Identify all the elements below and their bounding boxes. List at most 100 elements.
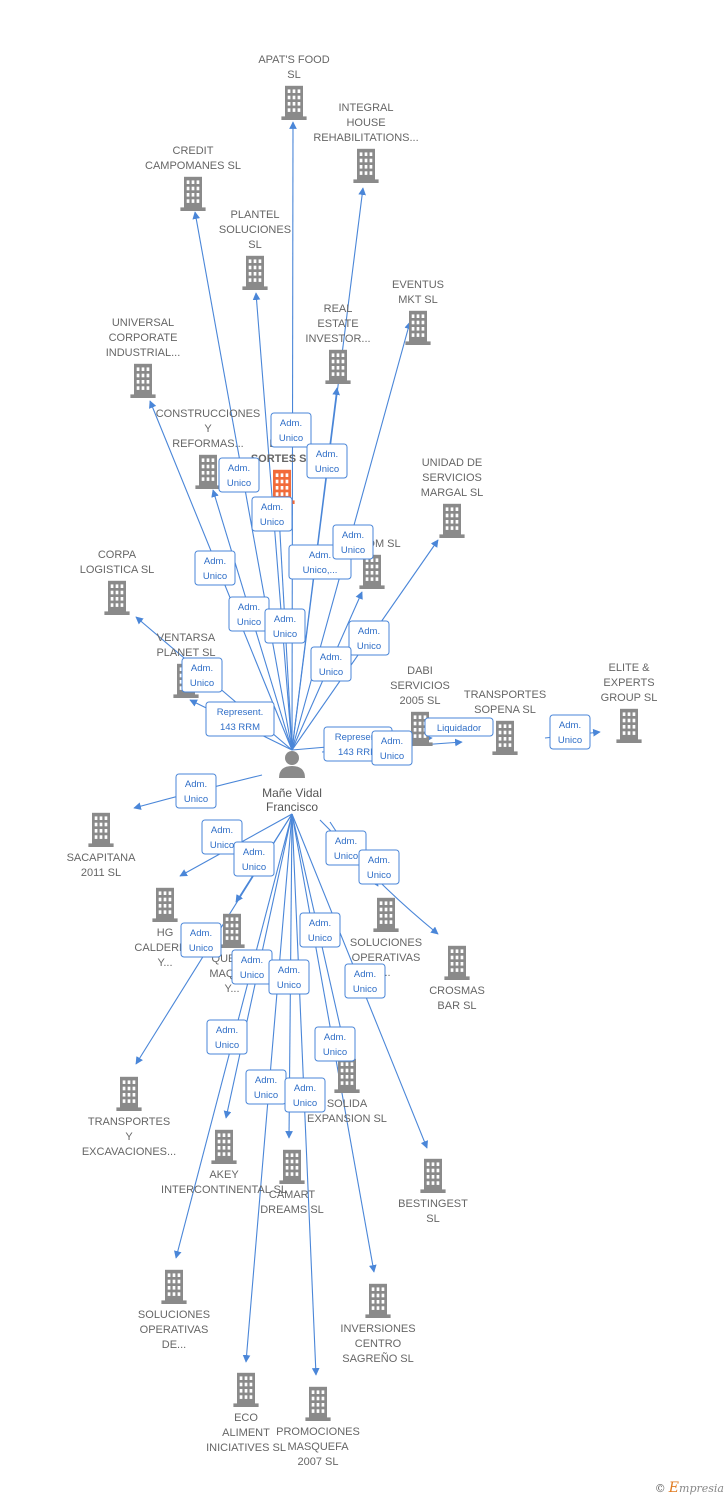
edge-role-label[interactable]: Adm.Unico [201,819,243,855]
building-icon [180,176,206,211]
building-icon [353,148,379,183]
company-label-line: SL [248,239,261,251]
company-label-line: DREAMS SL [260,1204,324,1216]
edge-role-label[interactable]: Adm.Unico [228,596,270,632]
edge-role-label[interactable]: Adm.Unico [314,1026,356,1062]
edge-role-label[interactable]: Adm.Unico [231,949,273,985]
company-label-line: EVENTUS [392,279,444,291]
brand-initial: E [668,1480,680,1496]
company-label-line: SOLUCIONES [138,1309,210,1321]
edge-label-box [270,412,312,448]
edge-label-text: Unico [273,629,297,640]
edge-role-label[interactable]: Adm.Unico [344,963,386,999]
edge-role-label[interactable]: Adm.Unico [549,714,591,750]
company-label-line: INTEGRAL [338,102,393,114]
edge-role-label[interactable]: Adm. Unico [284,1077,326,1113]
edge-role-label[interactable]: Adm.Unico [180,922,222,958]
edge-role-label[interactable]: Adm.Unico [264,608,306,644]
nodes-layer: APAT'S FOODSLINTEGRALHOUSEREHABILITATION… [67,54,658,1468]
company-label-line: DE... [162,1339,186,1351]
edge-labels-layer: Adm.UnicoAdm.UnicoAdm.UnicoAdm.UnicoAdm.… [175,412,591,1113]
edge-role-label[interactable]: Adm.Unico [306,443,348,479]
edge-role-label[interactable]: Adm.Unico [251,496,293,532]
edge-label-text: Unico [293,1098,317,1109]
edge-role-label[interactable]: Adm.Unico [299,912,341,948]
edge-label-text: Adm. [320,652,342,663]
company-node-real[interactable]: REALESTATEINVESTOR... [305,303,371,384]
edge-label-text: Unico [315,464,339,475]
company-node-hg[interactable]: HGCALDERE...Y... [134,887,196,969]
edge-role-label[interactable]: Adm. Unico [310,646,352,682]
edge-role-label[interactable]: Adm.Unico [371,730,413,766]
edge-label-box [218,457,260,493]
edge-label-box [371,730,413,766]
edge-role-label[interactable]: Adm.Unico [175,773,217,809]
edge-role-label[interactable]: Adm.Unico [325,830,367,866]
company-node-sopena[interactable]: TRANSPORTES SOPENA SL [464,689,546,755]
company-node-solop1[interactable]: SOLUCIONESOPERATIVAS... [350,897,422,979]
company-node-solop2[interactable]: SOLUCIONESOPERATIVASDE... [138,1269,210,1351]
building-icon [219,913,245,948]
company-node-construcciones[interactable]: CONSTRUCCIONESYREFORMAS... [156,408,261,489]
building-icon [279,1149,305,1184]
edge-label-text: Adm. [309,550,331,561]
edge-role-label[interactable]: Adm.Unico [218,457,260,493]
company-node-universal[interactable]: UNIVERSALCORPORATEINDUSTRIAL... [106,317,181,398]
edge-role-label[interactable]: Adm.Unico [194,550,236,586]
company-label-line: TRANSPORTES [464,689,546,701]
edge-label-text: Unico [319,667,343,678]
edge-label-box [233,841,275,877]
copyright-symbol: © [654,1482,666,1495]
edge-label-box [205,701,275,737]
company-node-integral[interactable]: INTEGRALHOUSEREHABILITATIONS... [313,102,419,183]
edge-label-text: Adm. [294,1083,316,1094]
edge-label-box [175,773,217,809]
edge-label-text: Unico [308,933,332,944]
edge-role-label[interactable]: Adm.Unico [268,959,310,995]
edge-label-box [325,830,367,866]
edge-role-label[interactable]: Adm.Unico [181,657,223,693]
edge-role-label[interactable]: Represent.143 RRM [205,701,275,737]
edge-role-label[interactable]: Liquidador [424,717,494,737]
edge-role-label[interactable]: Adm.Unico [358,849,400,885]
building-icon [195,454,221,489]
edge-role-label[interactable]: Adm.Unico [270,412,312,448]
edge-role-label[interactable]: Adm.Unico [206,1019,248,1055]
company-label-line: 2005 SL [400,695,441,707]
company-label-line: GROUP SL [601,692,658,704]
edge-label-text: 143 RRM [220,722,260,733]
company-label-line: SOPENA SL [474,704,536,716]
company-label-line: INICIATIVES SL [206,1442,286,1454]
edge-role-label[interactable]: Adm.Unico [233,841,275,877]
edge-role-label[interactable]: Adm.Unico [332,524,374,560]
company-node-transexc[interactable]: TRANSPORTESYEXCAVACIONES... [82,1076,176,1158]
person-node[interactable]: Mañe Vidal Francisco [262,751,322,814]
building-icon [405,310,431,345]
edge-role-label[interactable]: Adm.Unico [348,620,390,656]
edge-label-box [181,657,223,693]
edge-label-box [201,819,243,855]
edge-label-text: Unico [357,641,381,652]
company-label-line: CROSMAS [429,985,485,997]
brand-name: mpresia [679,1482,724,1495]
edge-role-label[interactable]: Adm.Unico [245,1069,287,1105]
